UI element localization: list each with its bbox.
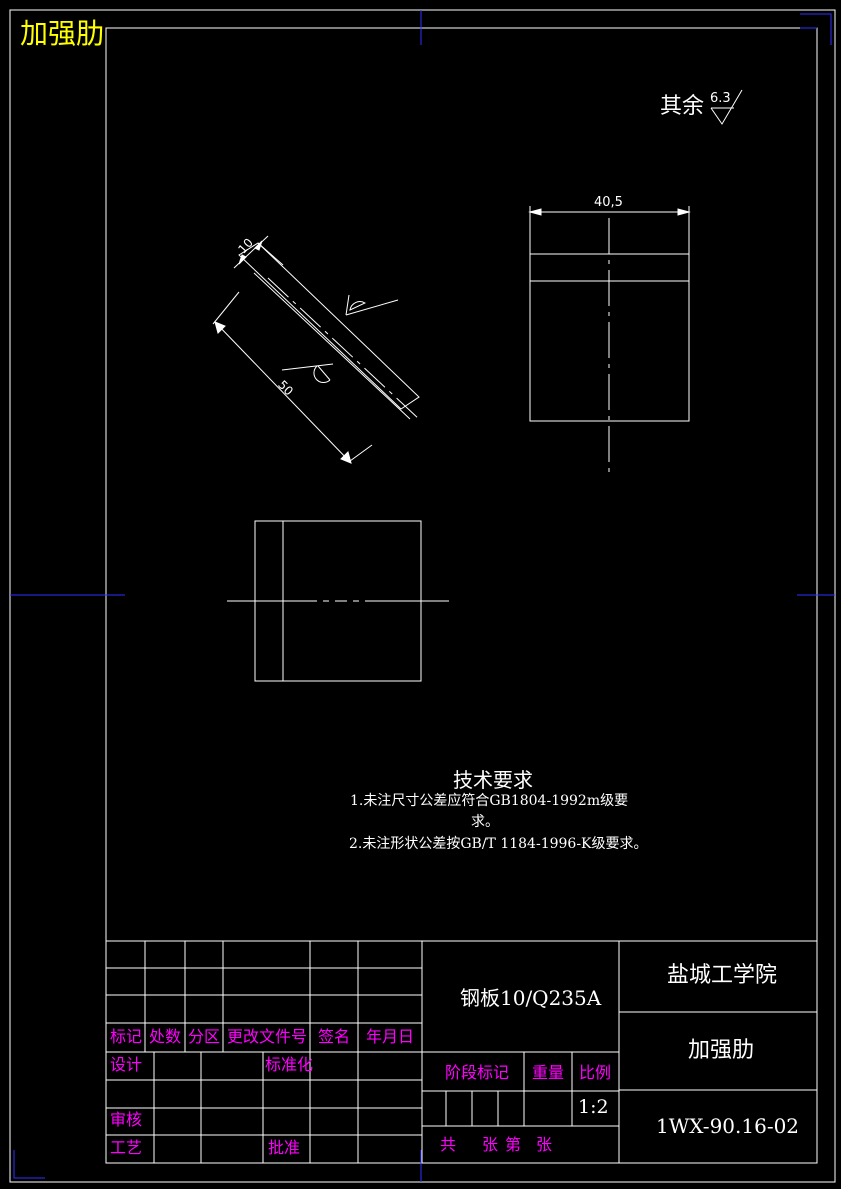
part-name: 加强肋 [688,1038,755,1063]
label-number: 第 [505,1135,522,1154]
tech-req-heading: 技术要求 [453,768,533,792]
dimension-width: 40,5 [594,195,623,210]
roughness-label: 其余 [660,94,705,119]
label-mark: 标记 [110,1027,143,1046]
label-date: 年月日 [366,1027,415,1046]
side-view [227,520,449,682]
drawing-title: 加强肋 [20,17,105,50]
label-process: 工艺 [110,1138,143,1157]
label-standardize: 标准化 [265,1055,314,1074]
label-design: 设计 [110,1055,143,1074]
inclined-view [212,235,421,464]
label-approve: 批准 [268,1138,301,1157]
tech-req-line1: 1.未注尺寸公差应符合GB1804-1992m级要 [350,793,629,809]
centering-marks [10,10,835,1182]
roughness-symbol [710,89,743,125]
tech-req-line1-cont: 求。 [471,814,499,830]
drawing-number: 1WX-90.16-02 [656,1114,800,1138]
label-review: 审核 [110,1110,143,1129]
label-ratio: 比例 [579,1063,612,1082]
tech-req-line2: 2.未注形状公差按GB/T 1184-1996-K级要求。 [349,836,648,852]
label-sign: 签名 [318,1027,351,1046]
label-sheet2: 张 [536,1135,553,1154]
title-block-grid [106,940,817,1163]
label-change-doc: 更改文件号 [227,1027,308,1046]
label-stage-mark: 阶段标记 [445,1063,510,1082]
material: 钢板10/Q235A [460,986,602,1010]
label-total: 共 [440,1135,457,1154]
scale: 1:2 [578,1096,609,1118]
label-count: 处数 [149,1027,182,1046]
label-zone: 分区 [188,1027,221,1046]
outer-border [9,9,836,1183]
front-view [528,206,691,475]
roughness-value: 6.3 [710,91,731,106]
label-weight: 重量 [532,1063,565,1082]
school-name: 盐城工学院 [667,963,778,988]
label-sheet: 张 [482,1135,499,1154]
